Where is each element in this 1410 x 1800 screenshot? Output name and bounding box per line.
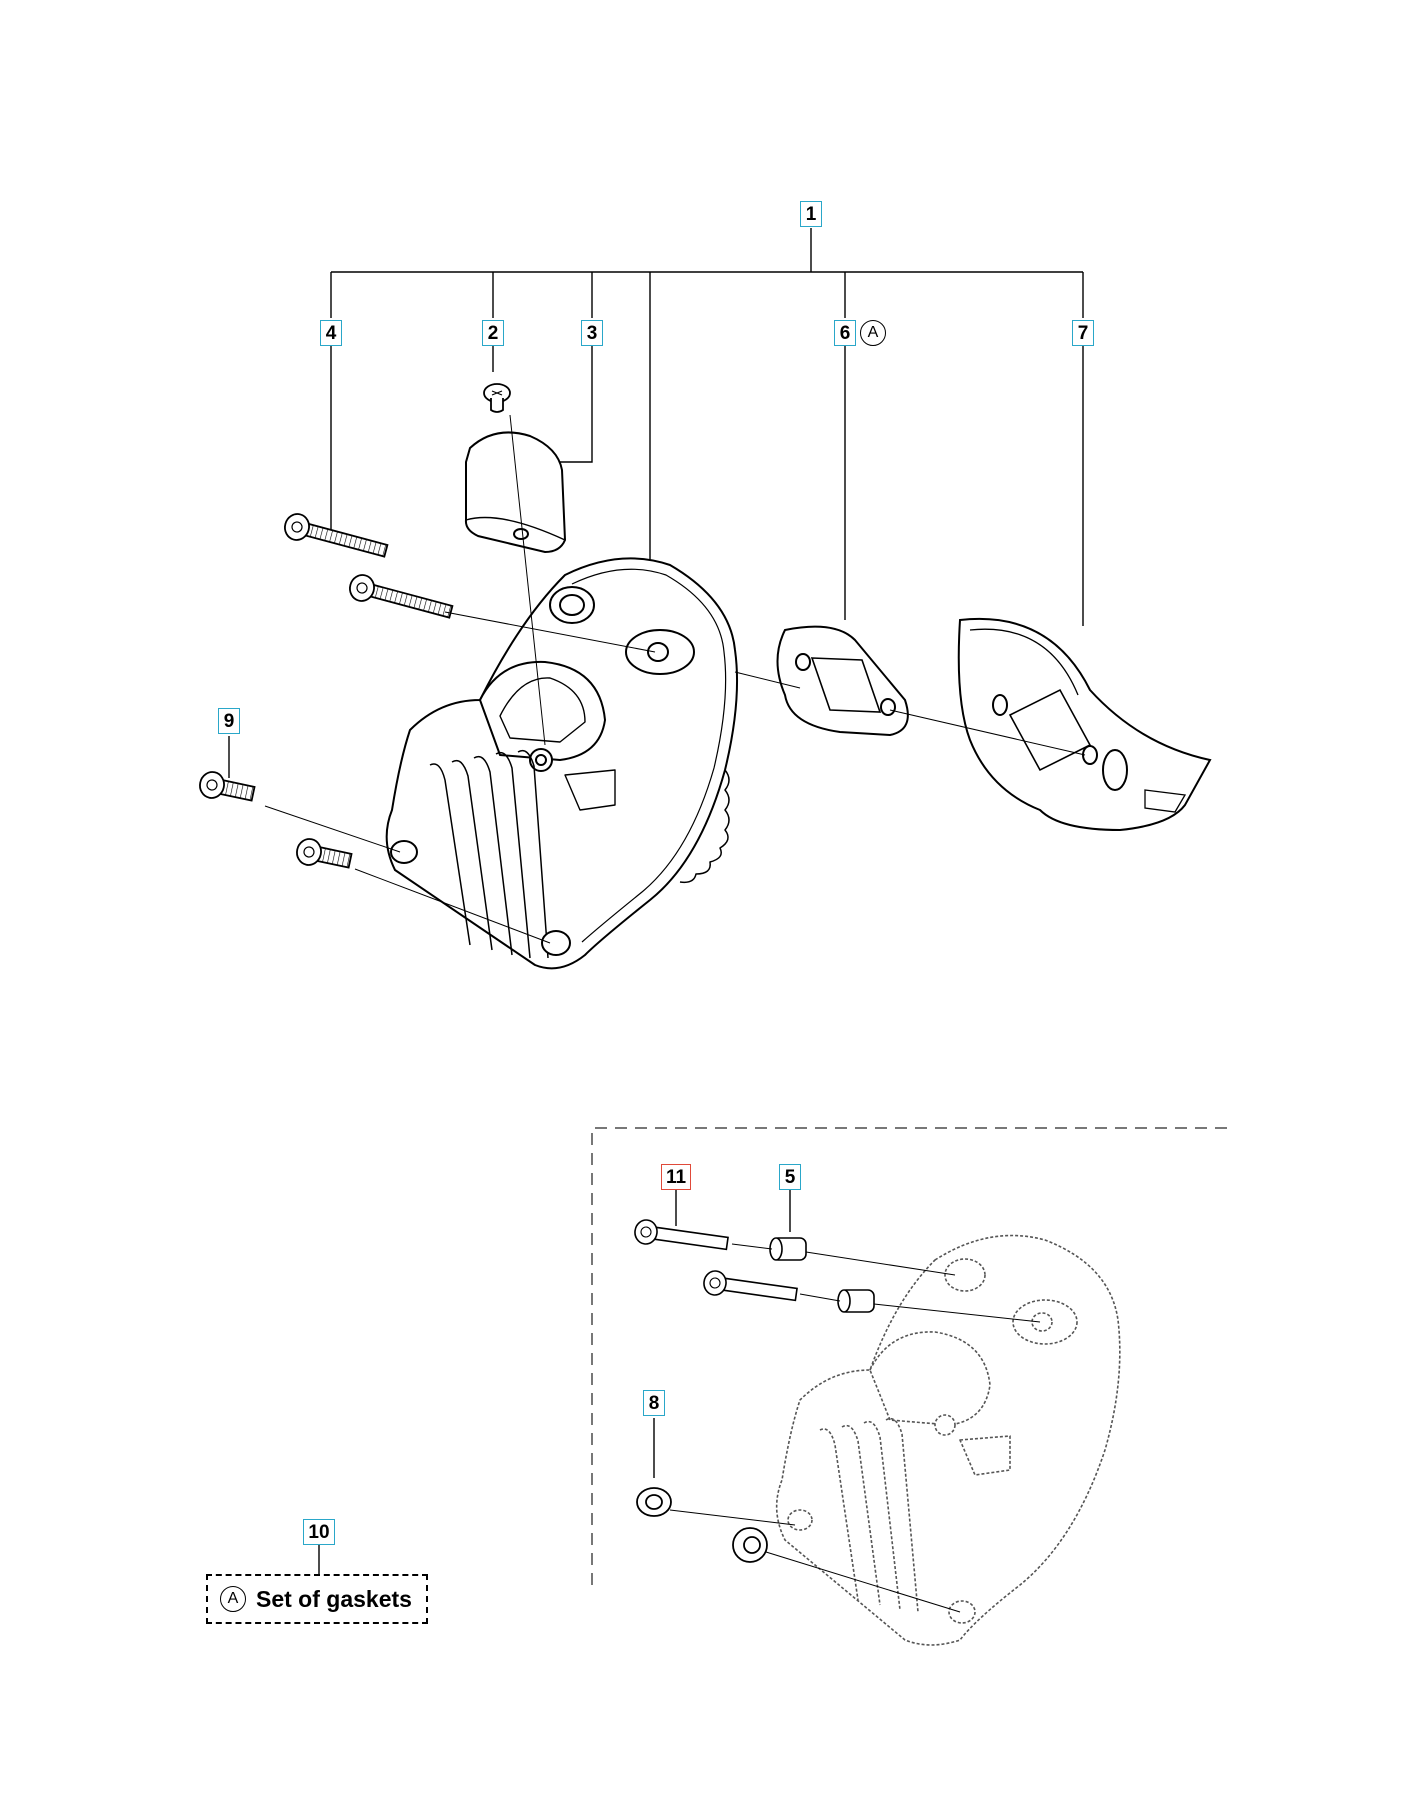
callout-10[interactable]: 10 [303, 1519, 335, 1545]
long-screws [284, 513, 454, 619]
muffler-body [385, 557, 739, 970]
callout-1[interactable]: 1 [800, 201, 822, 227]
leader-lines [228, 228, 1084, 1574]
cover-screw [483, 383, 511, 413]
detail-washers [636, 1487, 768, 1563]
detail-spacers [769, 1237, 875, 1313]
gasket [776, 625, 909, 737]
callout-7[interactable]: 7 [1072, 320, 1094, 346]
callout-6[interactable]: 6 [834, 320, 856, 346]
detail-box-border [591, 1127, 1228, 1585]
callout-2[interactable]: 2 [482, 320, 504, 346]
detail-alignment-lines [669, 1243, 1041, 1613]
detail-muffler-body [775, 1234, 1121, 1646]
legend-text: Set of gaskets [256, 1585, 412, 1612]
heat-shield [957, 617, 1212, 832]
gasket-set-marker: A [860, 320, 886, 346]
legend-marker: A [220, 1586, 246, 1612]
callout-11[interactable]: 11 [661, 1164, 691, 1190]
deflector-cover [464, 431, 567, 554]
callout-5[interactable]: 5 [779, 1164, 801, 1190]
legend-box: A Set of gaskets [206, 1574, 428, 1624]
callout-9[interactable]: 9 [218, 708, 240, 734]
callout-3[interactable]: 3 [581, 320, 603, 346]
alignment-lines [264, 414, 1086, 944]
detail-long-screws [634, 1219, 798, 1302]
callout-4[interactable]: 4 [320, 320, 342, 346]
short-screws [199, 771, 353, 869]
callout-8[interactable]: 8 [643, 1390, 665, 1416]
